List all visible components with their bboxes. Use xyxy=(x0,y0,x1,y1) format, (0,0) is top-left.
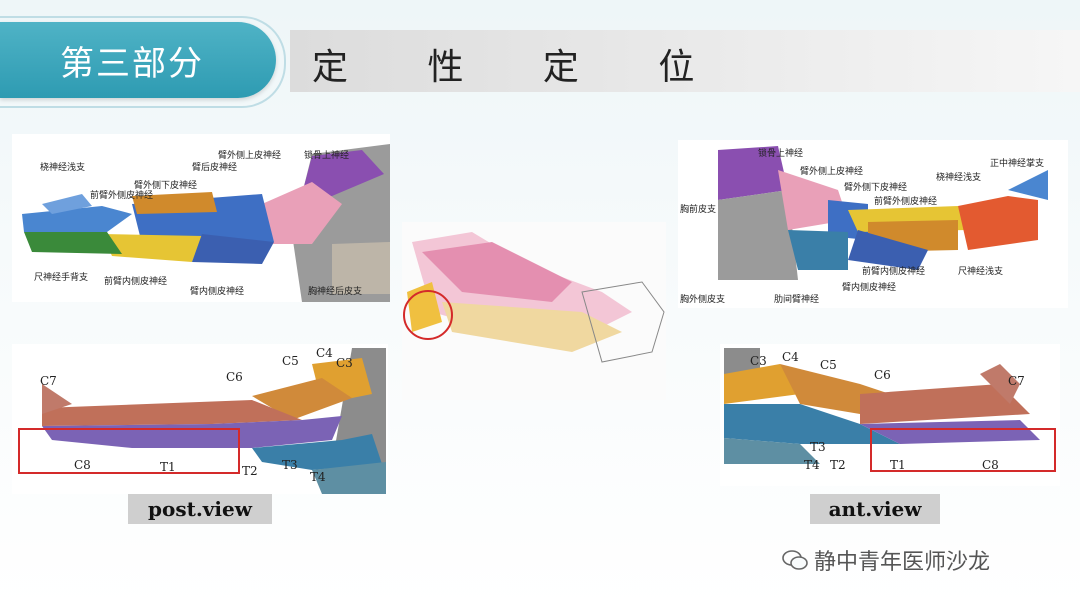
nerve-label: 前臂外侧皮神经 xyxy=(874,197,938,207)
dermatome-label: T3 xyxy=(282,458,298,472)
posterior-nerve-map: 桡神经浅支 前臂外侧皮神经 臂外侧下皮神经 臂后皮神经 臂外侧上皮神经 锁骨上神… xyxy=(12,134,390,302)
nerve-label: 臂内侧皮神经 xyxy=(842,283,897,293)
dermatome-label: C6 xyxy=(874,368,891,382)
anterior-dermatome-illustration xyxy=(724,348,1040,464)
nerve-label: 臂外侧上皮神经 xyxy=(218,151,282,161)
posterior-dermatome-illustration xyxy=(42,348,386,494)
nerve-label: 臂外侧下皮神经 xyxy=(844,183,908,193)
dermatome-label: C3 xyxy=(336,356,353,370)
dermatome-label: T3 xyxy=(810,440,826,454)
post-view-label: post.view xyxy=(128,494,272,524)
dermatome-label: C3 xyxy=(750,354,767,368)
dermatome-label: C7 xyxy=(40,374,57,388)
dermatome-label: C8 xyxy=(982,458,999,472)
watermark-text: 静中青年医师沙龙 xyxy=(814,550,991,575)
nerve-label: 锁骨上神经 xyxy=(304,151,350,161)
nerve-label: 臂外侧上皮神经 xyxy=(800,167,864,177)
nerve-label: 臂内侧皮神经 xyxy=(190,287,245,297)
dermatome-label: T1 xyxy=(890,458,906,472)
dermatome-label: T2 xyxy=(830,458,846,472)
nerve-label: 桡神经浅支 xyxy=(40,163,86,173)
dermatome-label: C5 xyxy=(820,358,837,372)
nerve-label: 尺神经浅支 xyxy=(958,267,1004,277)
dermatome-label: C8 xyxy=(74,458,91,472)
dermatome-label: T4 xyxy=(310,470,326,484)
dermatome-label: T2 xyxy=(242,464,258,478)
wechat-icon xyxy=(782,550,808,570)
dermatome-label: C4 xyxy=(782,350,799,364)
dermatome-label: T1 xyxy=(160,460,176,474)
nerve-label: 尺神经手背支 xyxy=(34,273,89,283)
ant-view-label: ant.view xyxy=(810,494,940,524)
dermatome-label: C5 xyxy=(282,354,299,368)
posterior-nerve-illustration xyxy=(12,134,390,302)
dermatome-label: C6 xyxy=(226,370,243,384)
dermatome-label: C7 xyxy=(1008,374,1025,388)
section-tab xyxy=(0,22,276,98)
nerve-label: 胸前皮支 xyxy=(680,205,717,215)
watermark: 静中青年医师沙龙 xyxy=(782,544,990,576)
nerve-label: 正中神经掌支 xyxy=(990,159,1045,169)
dermatome-label: T4 xyxy=(804,458,820,472)
title-bar xyxy=(290,30,1080,92)
highlight-box xyxy=(870,428,1056,472)
anterior-nerve-map: 锁骨上神经 臂外侧上皮神经 臂外侧下皮神经 桡神经浅支 正中神经掌支 胸前皮支 … xyxy=(678,140,1068,308)
nerve-label: 胸神经后皮支 xyxy=(308,287,363,297)
elbow-illustration xyxy=(402,222,666,400)
posterior-dermatome-map: C7 C6 C5 C4 C3 C8 T1 T2 T3 T4 xyxy=(12,344,388,494)
anterior-dermatome-map: C3 C4 C5 C6 C7 T3 T4 T2 T1 C8 xyxy=(720,344,1060,486)
dermatome-label: C4 xyxy=(316,346,333,360)
section-title: 第三部分 xyxy=(60,44,204,84)
nerve-label: 前臂内侧皮神经 xyxy=(862,267,926,277)
nerve-label: 臂后皮神经 xyxy=(192,163,238,173)
elbow-sketch xyxy=(402,222,666,400)
anterior-nerve-illustration xyxy=(718,146,1048,280)
nerve-label: 前臂外侧皮神经 xyxy=(90,191,154,201)
nerve-label: 胸外侧皮支 xyxy=(680,295,726,305)
page-title: 定 性 定 位 xyxy=(312,47,729,88)
nerve-label: 肋间臂神经 xyxy=(774,295,820,305)
nerve-label: 锁骨上神经 xyxy=(758,149,804,159)
nerve-label: 桡神经浅支 xyxy=(936,173,982,183)
nerve-label: 臂外侧下皮神经 xyxy=(134,181,198,191)
section-tab-outline xyxy=(0,16,286,108)
nerve-label: 前臂内侧皮神经 xyxy=(104,277,168,287)
highlight-box xyxy=(18,428,240,474)
